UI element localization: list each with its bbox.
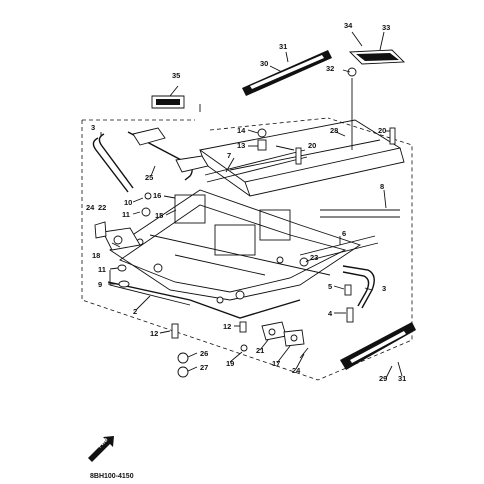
bracket-17-21	[261, 321, 309, 359]
part-number: 5	[328, 282, 332, 291]
part-number: 17	[272, 359, 280, 368]
leader-lines	[100, 31, 403, 379]
part-number-labels: 2 3 3 4 5 6 7 8 9 10 11 11 12 12 13 14 1…	[86, 21, 406, 383]
handle-3-left	[92, 127, 209, 193]
part-number: 10	[124, 198, 132, 207]
handle-3-right	[342, 265, 375, 309]
part-number: 22	[98, 203, 106, 212]
part-number: 34	[344, 21, 353, 30]
part-number: 27	[200, 363, 208, 372]
decal-33-34	[348, 49, 406, 65]
part-number: 28	[330, 126, 338, 135]
part-number: 11	[122, 210, 130, 219]
diagram-code: 8BH100-4150	[90, 473, 134, 480]
part-number: 6	[342, 229, 346, 238]
part-number: 11	[98, 265, 106, 274]
part-number: 20	[308, 141, 316, 150]
frame-2	[107, 189, 362, 319]
decal-29	[340, 322, 416, 370]
part-number: 3	[91, 123, 95, 132]
part-number: 9	[98, 280, 102, 289]
decal-30	[242, 50, 332, 96]
part-number: 12	[150, 329, 158, 338]
part-number: 8	[380, 182, 384, 191]
part-number: 26	[200, 349, 208, 358]
part-number: 20	[378, 126, 386, 135]
part-number: 7	[227, 151, 231, 160]
part-number: 12	[223, 322, 231, 331]
assembly-boundary	[81, 117, 413, 381]
decal-35	[151, 95, 185, 109]
part-number: 32	[326, 64, 334, 73]
part-number: 13	[237, 141, 245, 150]
part-number: 31	[398, 374, 406, 383]
part-number: 18	[92, 251, 100, 260]
part-number: 21	[256, 346, 264, 355]
part-number: 23	[310, 253, 318, 262]
bracket-18-22	[94, 221, 141, 251]
part-number: 14	[237, 126, 246, 135]
part-number: 25	[145, 173, 153, 182]
part-number: 3	[382, 284, 386, 293]
part-number: 16	[153, 191, 161, 200]
part-number: 31	[279, 42, 287, 51]
part-number: 29	[379, 374, 387, 383]
part-number: 15	[155, 211, 163, 220]
rail-8	[320, 209, 400, 218]
rail-7	[204, 149, 308, 183]
small-fasteners	[117, 67, 396, 378]
part-number: 30	[260, 59, 268, 68]
part-number: 35	[172, 71, 180, 80]
fwd-arrow-icon: FWD	[88, 436, 114, 462]
part-number: 19	[226, 359, 234, 368]
rail-6	[299, 235, 379, 263]
part-number: 4	[328, 309, 333, 318]
part-number: 33	[382, 23, 390, 32]
part-number: 2	[133, 307, 137, 316]
part-number: 24	[86, 203, 95, 212]
part-number: 24	[292, 366, 301, 375]
